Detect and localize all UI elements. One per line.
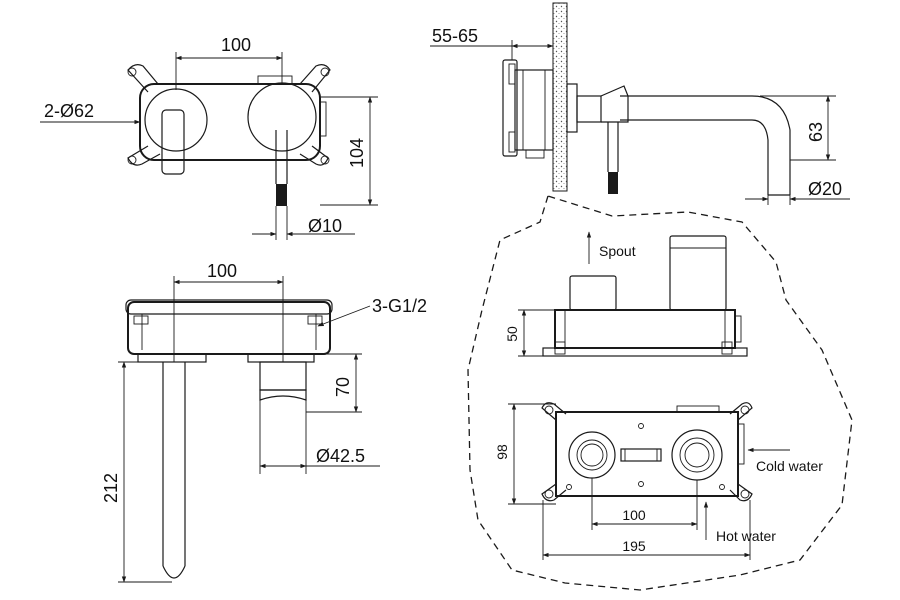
box-front-view: 98 100 195 Cold water Hot water xyxy=(494,402,823,560)
front-side-box xyxy=(319,101,327,137)
depth-dim: 55-65 xyxy=(432,26,478,46)
body-base xyxy=(247,353,315,363)
spout-height-dim: 63 xyxy=(806,122,826,142)
front-spacing-dim: 100 xyxy=(221,35,251,55)
side-view: 55-65 63 Ø20 xyxy=(430,2,850,205)
inlet-leader xyxy=(317,305,371,327)
center-slot xyxy=(620,448,662,462)
box-base-flange xyxy=(542,347,748,357)
box-side-view: Spout 50 xyxy=(504,231,748,357)
body-dia-dim: Ø42.5 xyxy=(316,446,365,466)
side-lever-tip xyxy=(608,172,618,194)
box-body-front xyxy=(555,411,739,497)
box-body-side xyxy=(554,309,736,349)
left-flange xyxy=(144,88,208,152)
spout-dia-dim: Ø20 xyxy=(808,179,842,199)
spout-label: Spout xyxy=(599,243,636,259)
cold-valve xyxy=(568,431,616,479)
right-flange xyxy=(247,82,317,152)
inlet-dim: 3-G1/2 xyxy=(372,296,427,316)
top-plate xyxy=(127,301,331,355)
box-height-dim: 50 xyxy=(504,326,520,342)
handle-dim: Ø10 xyxy=(308,216,342,236)
box-spacing-dim: 100 xyxy=(622,507,646,523)
box-front-height-dim: 98 xyxy=(494,444,510,460)
cold-water-label: Cold water xyxy=(756,458,823,474)
front-height-dim: 104 xyxy=(347,138,367,168)
spout-length-dim: 212 xyxy=(101,473,121,503)
front-view: 100 104 2-Ø62 Ø10 xyxy=(40,35,378,240)
hot-valve xyxy=(671,429,723,481)
top-spacing-dim: 100 xyxy=(207,261,237,281)
side-valve-body xyxy=(514,69,554,151)
body-depth-dim: 70 xyxy=(333,377,353,397)
front-lugs xyxy=(127,64,331,166)
lever-tip xyxy=(276,184,287,206)
detail-callout-outline xyxy=(467,195,853,591)
spout-base xyxy=(137,353,207,363)
flange-dim: 2-Ø62 xyxy=(44,101,94,121)
wall-section xyxy=(552,2,568,192)
hot-water-label: Hot water xyxy=(716,528,776,544)
box-width-dim: 195 xyxy=(622,538,646,554)
top-view: 100 3-G1/2 70 Ø42.5 212 xyxy=(101,261,427,583)
left-handle xyxy=(161,109,185,175)
